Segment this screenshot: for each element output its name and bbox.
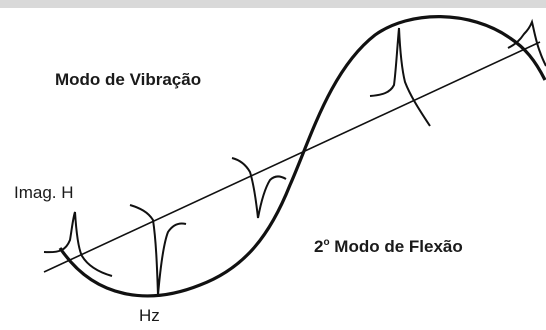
mode-title: Modo de Vibração: [55, 70, 202, 89]
frf-peak-2: [129, 204, 187, 296]
frequency-axis-line: [43, 41, 541, 273]
top-rule: [0, 0, 546, 8]
frf-peak-3: [231, 157, 287, 219]
frf-peak-4: [369, 27, 431, 127]
imaginary-axis-label: Imag. H: [14, 183, 74, 202]
frf-peak-5: [507, 18, 546, 67]
mode-shape-curve: [58, 15, 546, 298]
frf-peak-1: [43, 211, 113, 277]
flex-mode-ordinal: o: [323, 237, 330, 248]
flex-mode-label: 2o Modo de Flexão: [314, 237, 463, 257]
flex-mode-number: 2: [314, 237, 324, 256]
flex-mode-text: Modo de Flexão: [329, 237, 463, 256]
frequency-axis-label: Hz: [139, 306, 160, 325]
